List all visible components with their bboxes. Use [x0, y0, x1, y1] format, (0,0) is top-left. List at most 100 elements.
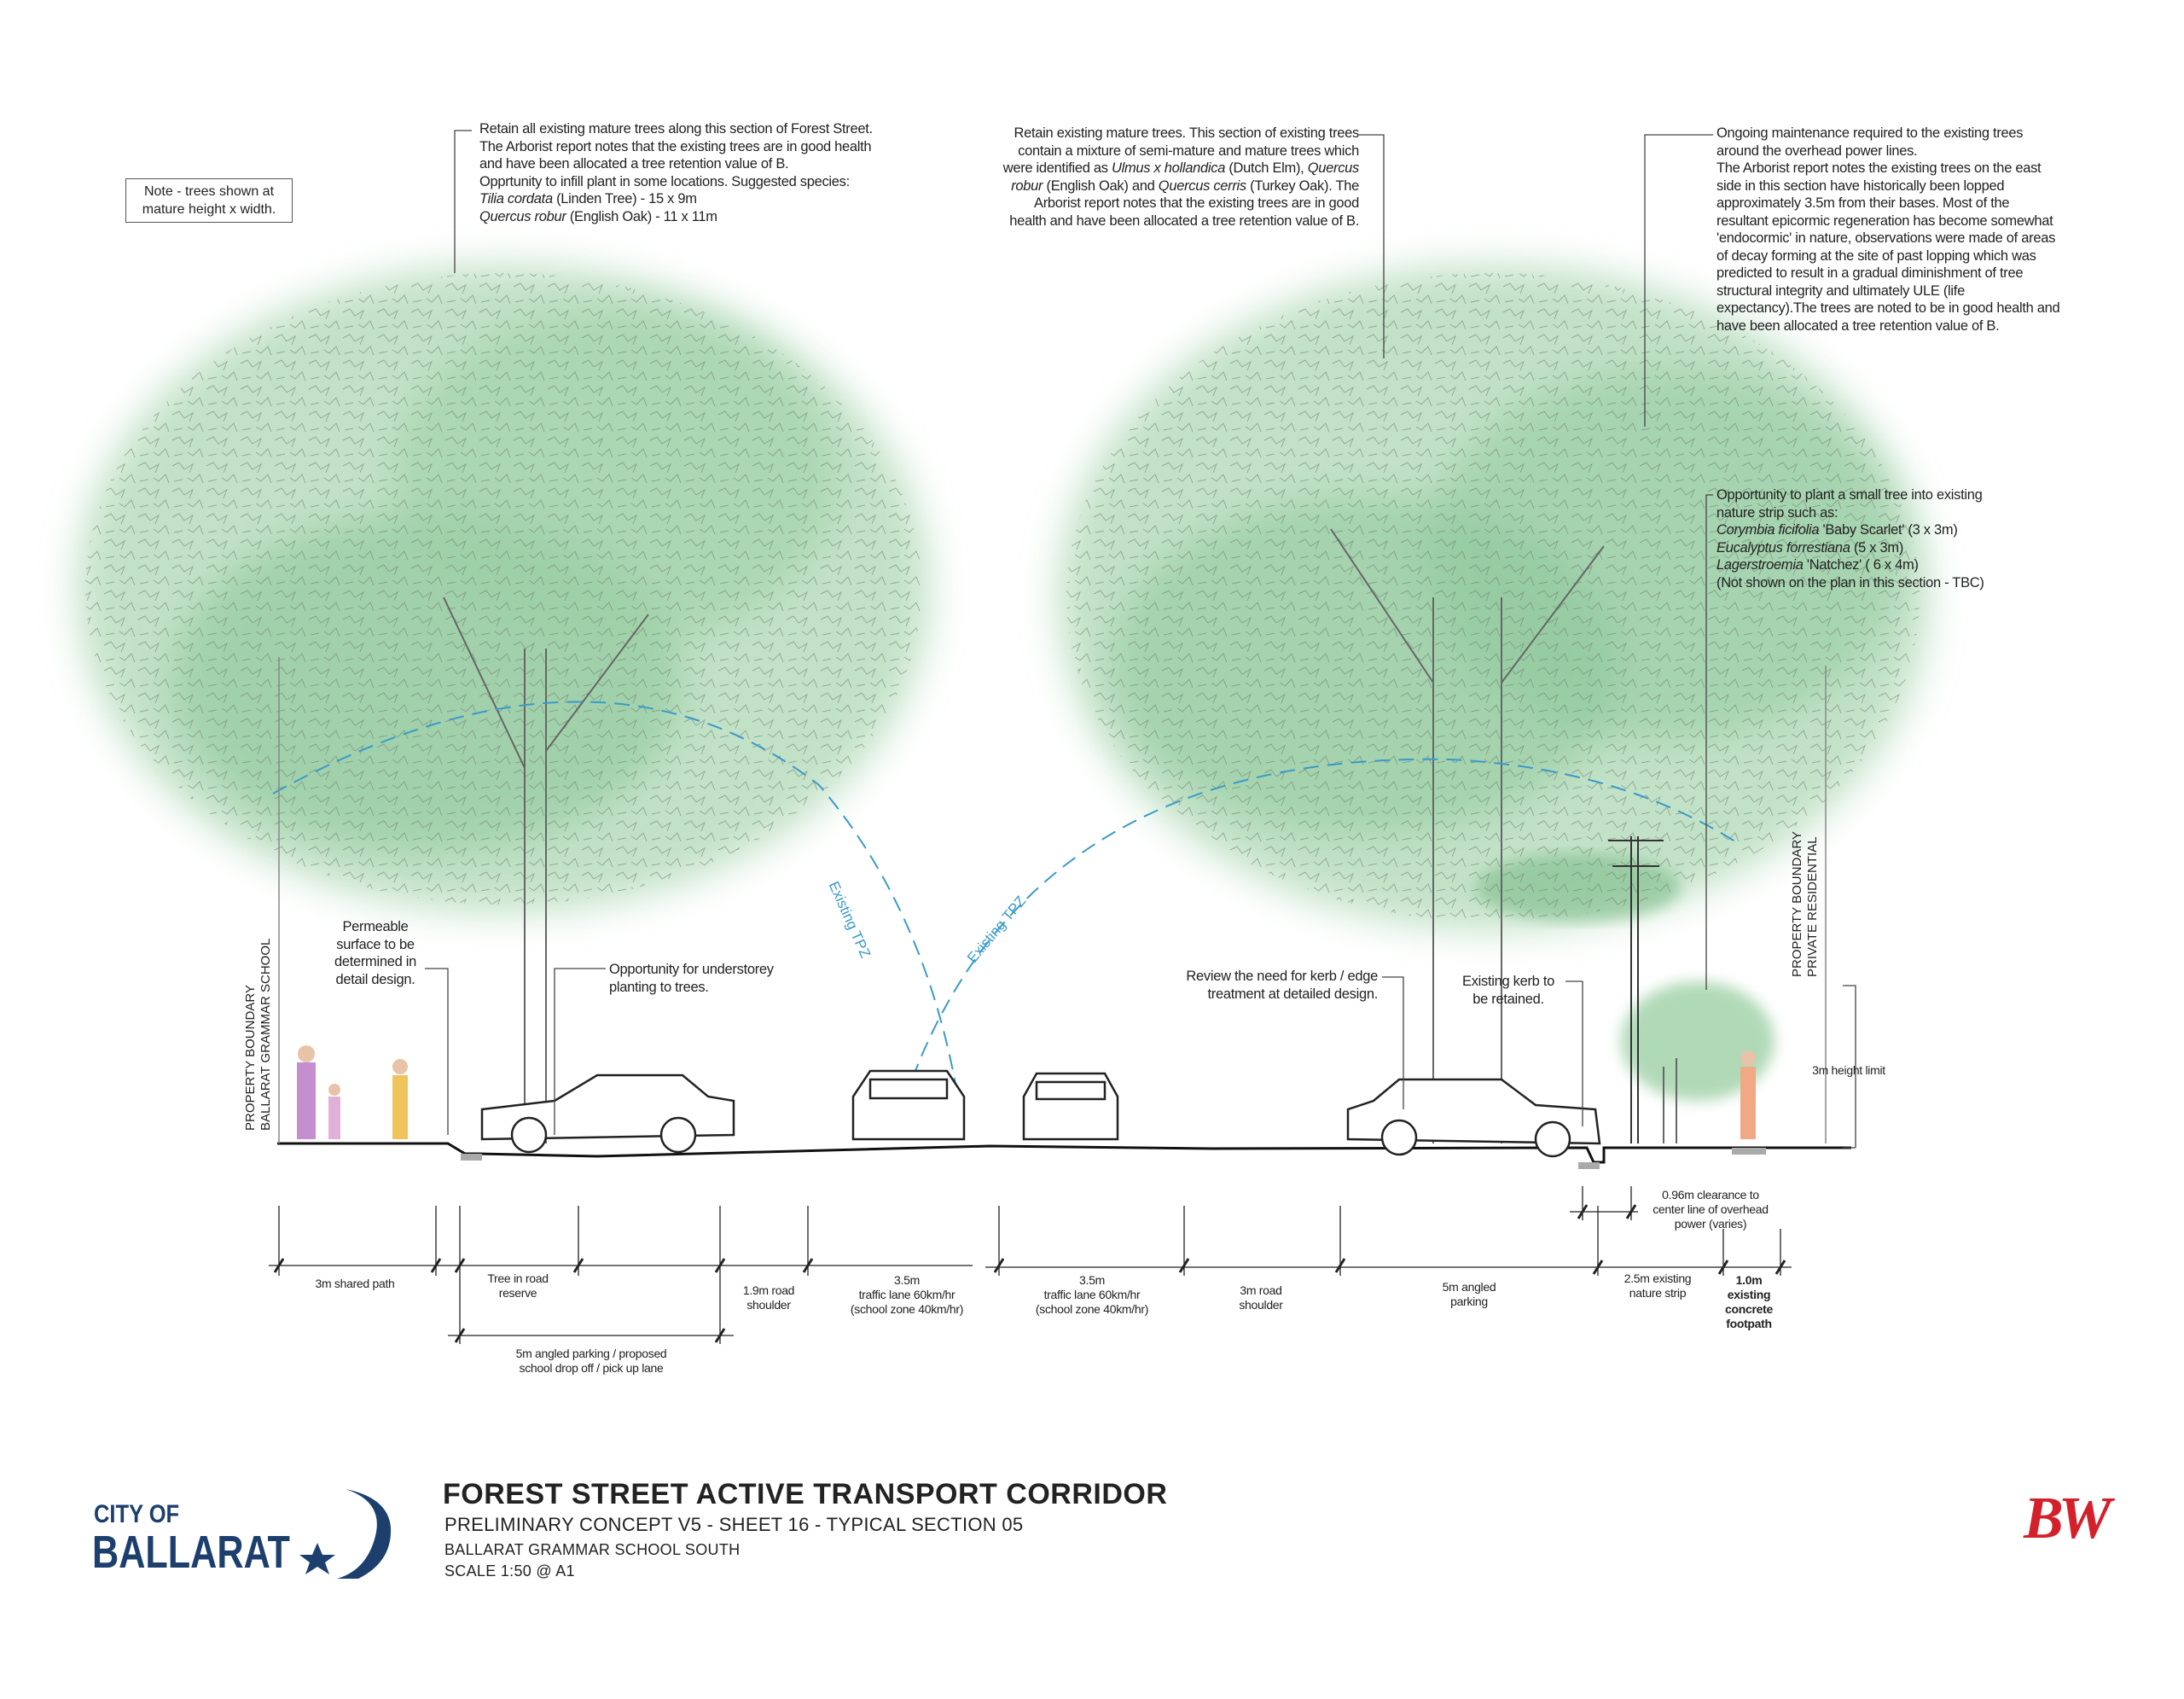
text-line: Existing kerb to [1461, 974, 1554, 989]
text-line: and have been allocated a tree retention… [479, 156, 789, 172]
text-line: parking [1450, 1295, 1488, 1308]
text-line: 3m shared path [315, 1277, 395, 1290]
tpz-arc-right [903, 758, 1741, 1102]
text-line: Eucalyptus forrestiana (5 x 3m) [1716, 539, 1984, 557]
text-line: Opportunity for understorey [609, 962, 774, 977]
firm-logo-text: BW [2024, 1486, 2111, 1551]
car-lane-1 [851, 1069, 966, 1141]
text-segment: were identified as [1002, 160, 1112, 176]
right-tree-canopy [1058, 265, 1928, 930]
text-line: traffic lane 60km/hr [858, 1288, 956, 1301]
left-tree-canopy [77, 265, 930, 913]
dim-shared-path: 3m shared path [315, 1277, 394, 1291]
council-logo-line2: BALLARAT [92, 1527, 290, 1578]
kerb-west [461, 1154, 482, 1161]
text-segment: 'Baby Scarlet' (3 x 3m) [1819, 522, 1958, 538]
text-line: planting to trees. [609, 979, 709, 995]
text-line: PROPERTY BOUNDARY [1790, 831, 1804, 977]
text-line: of decay forming at the site of past lop… [1716, 247, 2036, 264]
power-pole [1608, 836, 1664, 1143]
text-line: The Arborist report notes the existing t… [1716, 160, 2042, 176]
annotation-right-tree: Ongoing maintenance required to the exis… [1716, 125, 2060, 335]
pedestrians [297, 1045, 1756, 1139]
text-line: health and have been allocated a tree re… [1009, 212, 1359, 229]
annotation-small-tree: Opportunity to plant a small tree into e… [1716, 486, 1984, 591]
text-line: robur (English Oak) and Quercus cerris (… [1003, 177, 1359, 195]
text-line: Note - trees shown at [143, 184, 275, 199]
text-line: resultant epicormic regeneration has bec… [1716, 212, 2053, 229]
text-line: 1.0m [1735, 1273, 1763, 1287]
text-line: 3.5m [894, 1273, 920, 1287]
text-line: PRIVATE RESIDENTIAL [1805, 836, 1820, 977]
species-name: Tilia cordata [479, 191, 553, 207]
car-lane-2 [1022, 1072, 1119, 1141]
text-line: approximately 3.5m from their bases. Mos… [1716, 195, 2010, 211]
text-line: expectancy).The trees are noted to be in… [1716, 300, 2060, 316]
text-line: Opprtunity to infill plant in some locat… [479, 173, 850, 189]
leader-lines [425, 130, 1856, 1149]
text-line: Ongoing maintenance required to the exis… [1716, 125, 2024, 141]
text-line: (school zone 40km/hr) [850, 1302, 964, 1316]
text-line: were identified as Ulmus x hollandica (D… [1002, 160, 1360, 177]
kerb-east [1578, 1162, 1600, 1169]
text-line: side in this section have historically b… [1716, 177, 2005, 194]
text-line: Review the need for kerb / edge [1186, 969, 1378, 984]
text-line: have been allocated a tree retention val… [1716, 317, 2000, 334]
text-line: Quercus robur (English Oak) - 11 x 11m [479, 208, 873, 226]
text-line: surface to be [336, 936, 415, 952]
text-line: (school zone 40km/hr) [1035, 1302, 1149, 1316]
annotation-middle-tree: Retain existing mature trees. This secti… [1002, 125, 1360, 230]
drawing-scale: SCALE 1:50 @ A1 [444, 1562, 575, 1580]
text-segment: (English Oak) - 11 x 11m [566, 208, 717, 224]
species-name: Eucalyptus forrestiana [1716, 539, 1850, 556]
text-line: nature strip [1629, 1286, 1687, 1300]
firm-logo: BW [2024, 1485, 2111, 1553]
height-limit-label: 3m height limit [1812, 1063, 1885, 1077]
species-name: Quercus robur [479, 208, 566, 224]
text-line: 1.9m road [742, 1283, 795, 1297]
text-line: Lagerstroemia 'Natchez' ( 6 x 4m) [1716, 556, 1984, 574]
species-name: Corymbia ficifolia [1716, 522, 1820, 538]
text-segment: (Linden Tree) - 15 x 9m [552, 191, 697, 207]
text-line: footpath [1726, 1317, 1772, 1330]
text-line: PROPERTY BOUNDARY [243, 985, 258, 1131]
text-segment: 'Natchez' ( 6 x 4m) [1803, 557, 1919, 573]
text-line: determined in [334, 954, 417, 969]
text-line: 3.5m [1079, 1273, 1105, 1287]
text-segment: (Dutch Elm), [1225, 160, 1308, 176]
species-name: Ulmus x hollandica [1112, 160, 1226, 176]
text-segment: (English Oak) and [1043, 177, 1159, 194]
annotation-understorey: Opportunity for understorey planting to t… [609, 961, 774, 996]
ground-line [277, 1142, 1851, 1164]
text-line: 5m angled parking / proposed [515, 1347, 667, 1360]
text-line: traffic lane 60km/hr [1043, 1288, 1141, 1301]
text-line: center line of overhead [1653, 1202, 1769, 1216]
text-line: Retain all existing mature trees along t… [479, 121, 873, 137]
text-segment: (5 x 3m) [1850, 539, 1904, 556]
dimension-lines [269, 1186, 1792, 1344]
car-parked-west [480, 1074, 735, 1154]
text-line: treatment at detailed design. [1207, 986, 1378, 1002]
text-line: Tree in road [487, 1271, 549, 1285]
text-line: concrete [1725, 1302, 1773, 1316]
species-name: Quercus [1307, 160, 1360, 176]
text-line: contain a mixture of semi-mature and mat… [1018, 143, 1359, 159]
text-line: Retain existing mature trees. This secti… [1014, 125, 1360, 141]
text-line: existing [1727, 1288, 1771, 1301]
car-parked-east [1346, 1078, 1601, 1158]
text-line: be retained. [1472, 991, 1544, 1007]
city-of-ballarat-emblem [299, 1489, 392, 1579]
text-line: detail design. [335, 971, 415, 987]
text-line: The Arborist report notes that the exist… [479, 138, 872, 154]
text-line: around the overhead power lines. [1716, 143, 1918, 159]
text-line: 3m road [1240, 1283, 1282, 1297]
annotation-left-tree: Retain all existing mature trees along t… [479, 120, 873, 225]
text-line: 'endocormic' in nature, observations wer… [1716, 230, 2056, 246]
